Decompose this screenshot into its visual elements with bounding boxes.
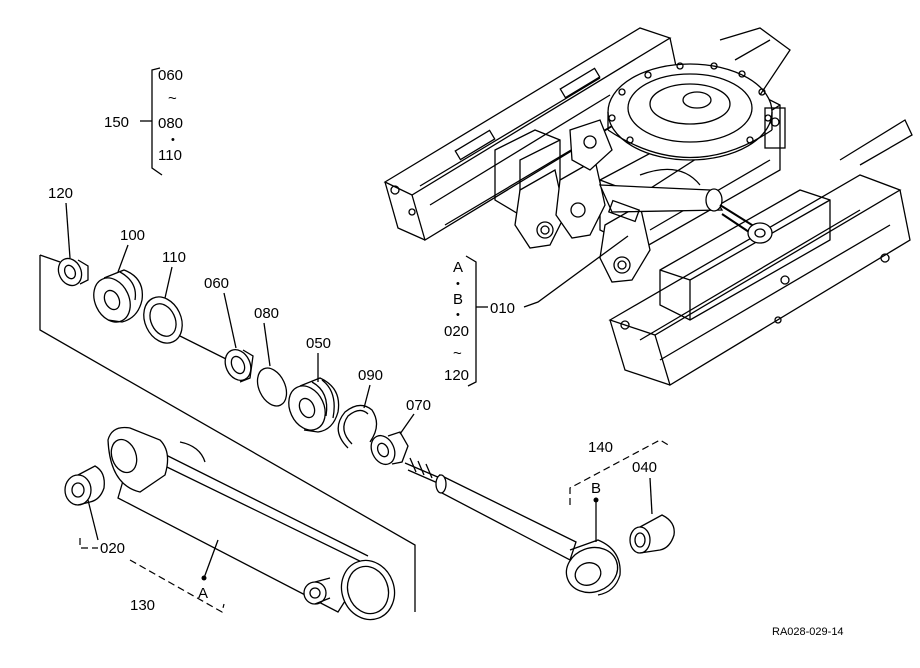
label-080: 080: [254, 305, 279, 322]
kit010-d: 120: [444, 367, 469, 384]
label-050: 050: [306, 335, 331, 352]
kit010-dot2: •: [456, 309, 460, 321]
part-120: [57, 257, 89, 287]
callouts: 150 060 ~ 080 • 110 120 100 110 060 080 …: [48, 67, 844, 638]
cylinder-tube: [107, 426, 396, 621]
label-040: 040: [632, 459, 657, 476]
exploded-parts: [39, 254, 675, 621]
label-060: 060: [204, 275, 229, 292]
label-140: 140: [588, 439, 613, 456]
piston-rod: [404, 457, 621, 596]
marker-dot-a: [201, 575, 207, 581]
kit150-tilde: ~: [168, 90, 177, 107]
part-070: [370, 431, 409, 466]
part-040: [629, 514, 675, 554]
kit150-dot: •: [171, 134, 175, 146]
kit010-tilde: ~: [453, 345, 462, 362]
machine-frame: [383, 27, 913, 386]
label-130: 130: [130, 597, 155, 614]
label-100: 100: [120, 227, 145, 244]
kit150-first: 060: [158, 67, 183, 84]
label-120: 120: [48, 185, 73, 202]
kit010-b: B: [453, 291, 463, 308]
part-020: [64, 465, 105, 506]
part-060: [224, 348, 254, 383]
part-050: [288, 377, 340, 433]
kit010-a: A: [453, 259, 463, 276]
label-150: 150: [104, 114, 129, 131]
label-090: 090: [358, 367, 383, 384]
label-020: 020: [100, 540, 125, 557]
label-110: 110: [162, 249, 186, 266]
part-100: [93, 269, 144, 323]
part-110: [143, 296, 183, 344]
kit150-third: 110: [158, 147, 182, 164]
kit150-second: 080: [158, 115, 183, 132]
label-010: 010: [490, 300, 515, 317]
part-090: [337, 404, 378, 449]
kit010-c: 020: [444, 323, 469, 340]
part-080: [256, 367, 288, 407]
kit010-dot1: •: [456, 278, 460, 290]
marker-b-rod: B: [591, 480, 601, 497]
label-070: 070: [406, 397, 431, 414]
reference-code: RA028-029-14: [772, 626, 844, 638]
marker-a-tube: A: [198, 585, 208, 602]
